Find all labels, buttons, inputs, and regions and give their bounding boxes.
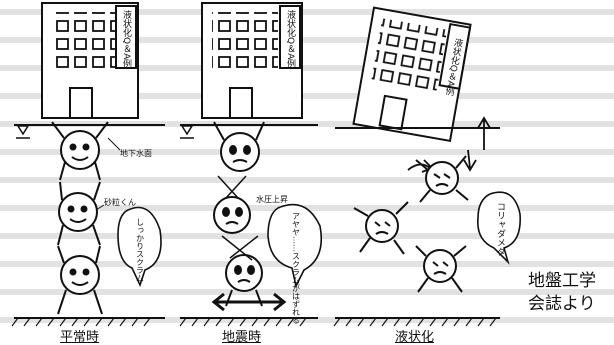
sand-grain-floating-1 [415, 155, 469, 203]
groundwater-label: 地下水面 [120, 148, 152, 158]
panel-liquefied [333, 6, 521, 327]
speech-bubble-normal [117, 206, 162, 288]
building-sign-normal: 液状化Q＆A例 [121, 9, 132, 69]
sand-grain-middle [57, 181, 101, 246]
caption-quake: 地震時 [222, 330, 262, 345]
speech-bubble-quake [267, 203, 323, 289]
speech-quake: アヤヤ……スクラムがはずれる [292, 212, 301, 324]
sand-grain-floating-3 [415, 245, 467, 293]
shaking-arrow [211, 292, 287, 312]
building-quake [201, 2, 303, 119]
caption-liquefied: 液状化 [395, 330, 435, 345]
sand-grain-quake-top [213, 121, 265, 172]
credit-line-2: 会誌より [528, 294, 596, 314]
pore-pressure-label: 水圧上昇 [256, 194, 288, 204]
panel-quake [179, 2, 323, 327]
speech-bubble-liquefied [477, 191, 521, 265]
building-normal [41, 2, 139, 119]
credit-line-1: 地盤工学 [528, 271, 596, 291]
building-sign-quake: 液状化Q＆A例 [285, 9, 296, 69]
sand-grain-bottom [57, 245, 103, 315]
speech-normal: しっかりスクラム [136, 218, 145, 282]
panel-normal [11, 2, 165, 327]
sand-grain-quake-bottom [221, 235, 263, 307]
speech-liquefied: コリャダメダ [495, 202, 506, 256]
sand-grain-quake-middle [213, 175, 251, 234]
sand-grain-label: 砂粒くん [104, 197, 136, 207]
caption-normal: 平常時 [60, 330, 100, 345]
sand-grain-top [51, 121, 109, 181]
building-tilted [352, 6, 472, 143]
sand-grain-floating-2 [353, 201, 409, 255]
